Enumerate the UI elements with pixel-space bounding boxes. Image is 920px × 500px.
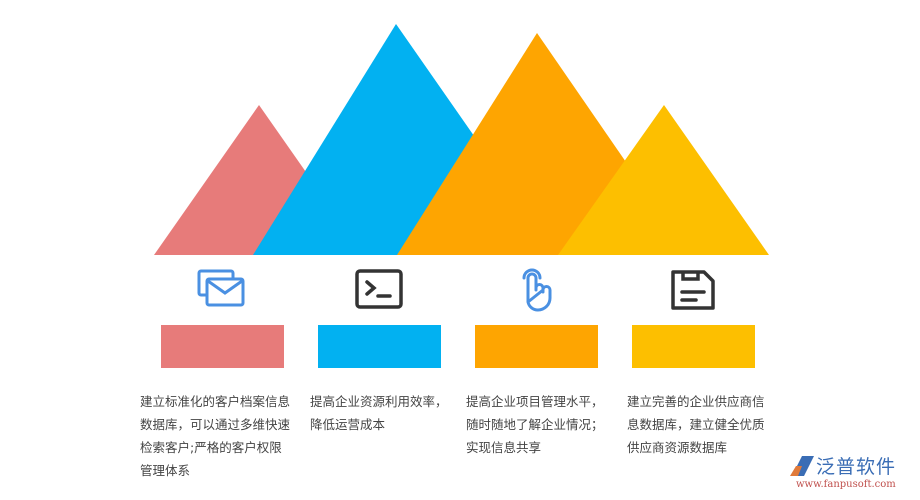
description-line: 提高企业项目管理水平， xyxy=(466,394,604,409)
fanpu-logo: 泛普软件 www.fanpusoft.com xyxy=(786,452,916,494)
description-resource-efficiency: 提高企业资源利用效率， 降低运营成本 xyxy=(310,390,448,436)
description-line: 数据库，可以通过多维快速 xyxy=(140,417,291,432)
blue-bar xyxy=(318,325,441,368)
description-line: 检索客户;严格的客户权限 xyxy=(140,440,282,455)
description-line: 管理体系 xyxy=(140,463,191,478)
description-project-management: 提高企业项目管理水平， 随时随地了解企业情况； 实现信息共享 xyxy=(466,390,604,459)
yellow-triangle xyxy=(558,105,769,255)
description-supplier-database: 建立完善的企业供应商信 息数据库，建立健全优质 供应商资源数据库 xyxy=(627,390,765,459)
logo-brand-text: 泛普软件 xyxy=(816,456,897,478)
yellow-bar xyxy=(632,325,755,368)
orange-bar xyxy=(475,325,598,368)
description-line: 提高企业资源利用效率， xyxy=(310,394,448,409)
description-line: 息数据库，建立健全优质 xyxy=(627,417,765,432)
description-line: 建立标准化的客户档案信息 xyxy=(140,394,291,409)
description-line: 降低运营成本 xyxy=(310,417,386,432)
description-line: 随时随地了解企业情况； xyxy=(466,417,604,432)
description-line: 供应商资源数据库 xyxy=(627,440,728,455)
mail-stack-icon xyxy=(197,269,245,307)
description-line: 建立完善的企业供应商信 xyxy=(627,394,765,409)
mountain-triangles xyxy=(154,24,769,255)
logo-url-text: www.fanpusoft.com xyxy=(796,479,896,490)
terminal-icon xyxy=(355,269,403,309)
save-disk-icon xyxy=(671,270,715,310)
pink-bar xyxy=(161,325,284,368)
pointer-hand-icon xyxy=(522,268,552,312)
logo-mark-icon xyxy=(790,456,814,476)
description-customer-archive: 建立标准化的客户档案信息 数据库，可以通过多维快速 检索客户;严格的客户权限 管… xyxy=(140,390,290,482)
description-line: 实现信息共享 xyxy=(466,440,542,455)
